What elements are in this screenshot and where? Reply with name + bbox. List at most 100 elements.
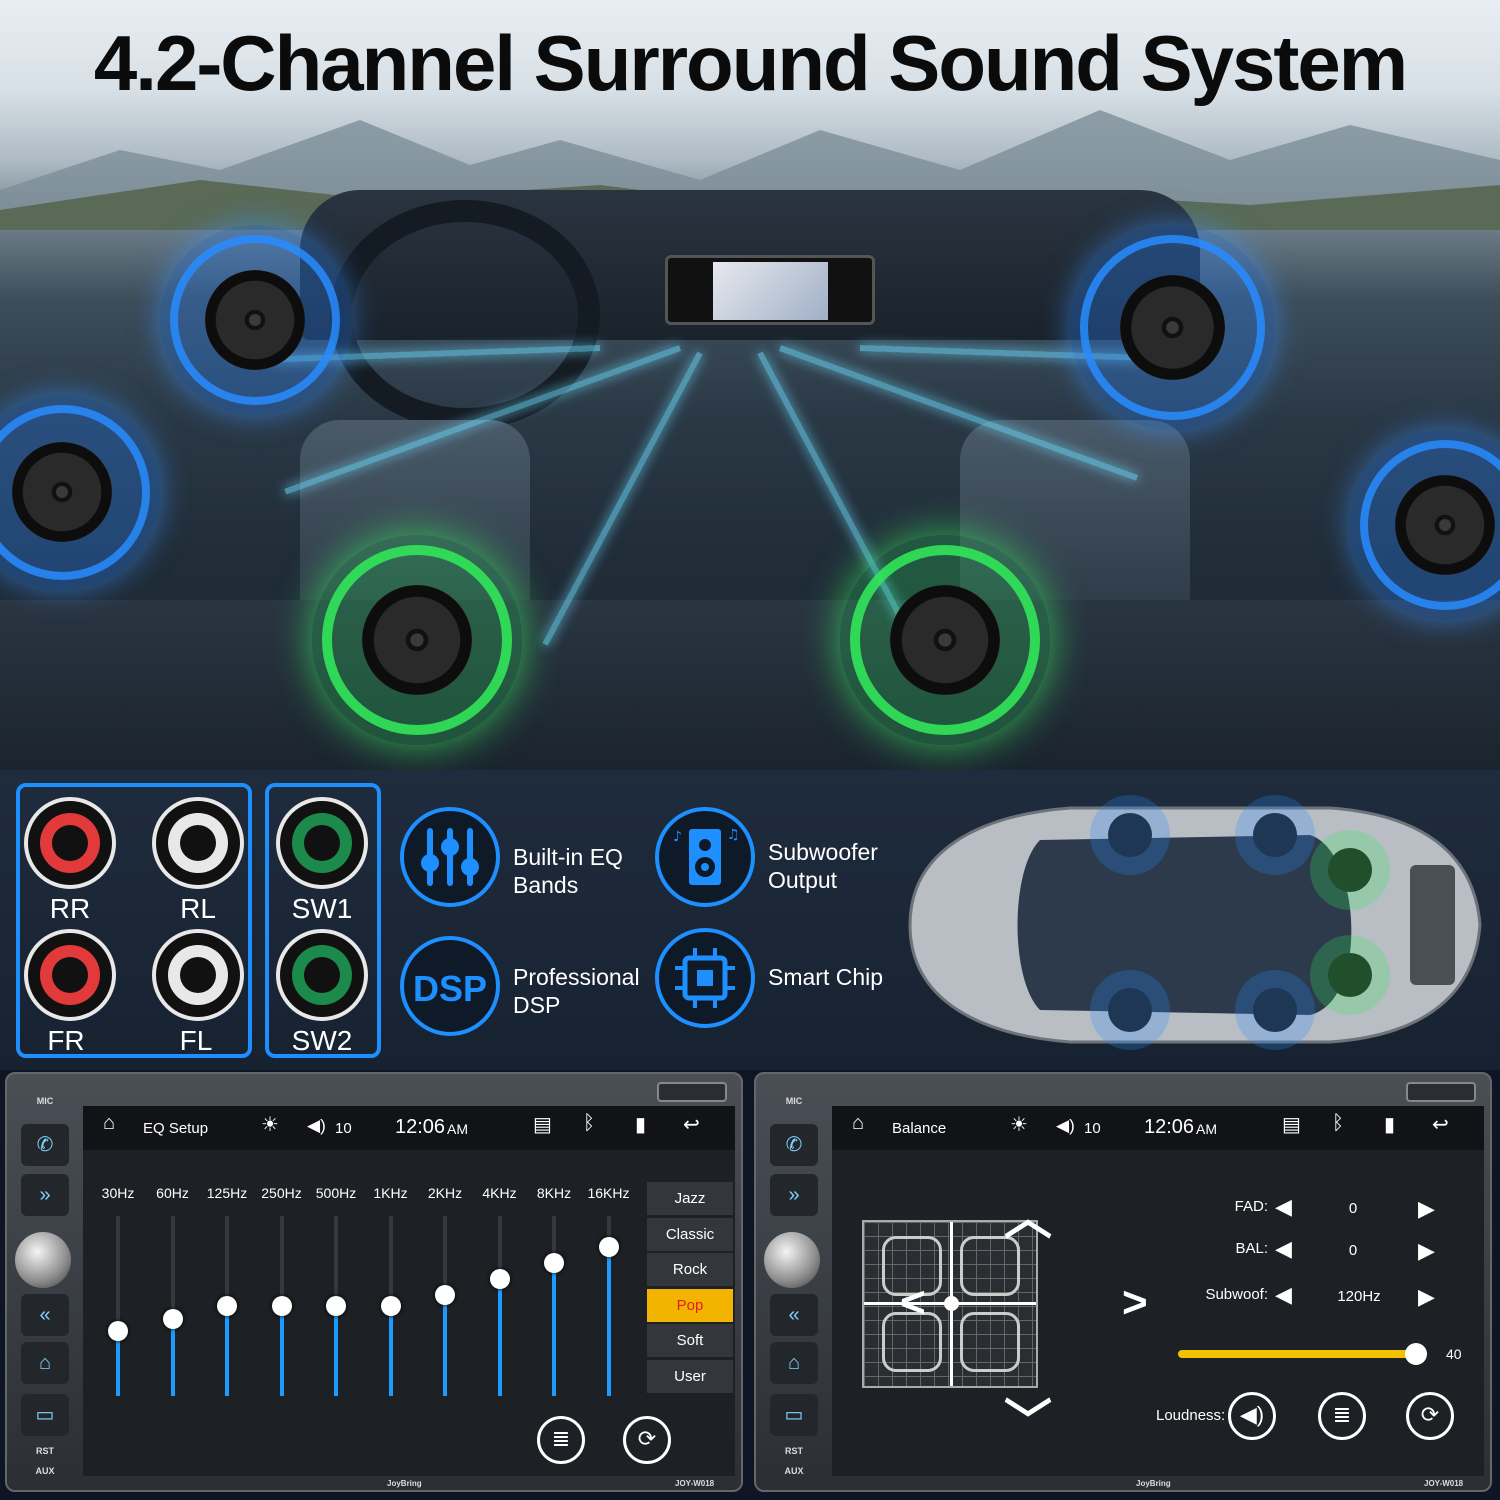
eq-band-label: 250Hz [261,1185,302,1201]
eq-bars-button[interactable]: ≣ [537,1416,585,1464]
feature-sub-text: Subwoofer Output [768,839,878,893]
balance-seat-grid[interactable] [862,1220,1038,1388]
rca-label-rl: RL [180,893,216,924]
screen-title: Balance [892,1120,947,1137]
eq-band-thumb[interactable] [544,1252,564,1273]
eq-band-thumb[interactable] [598,1236,619,1257]
eq-band-slider[interactable] [606,1216,611,1396]
bal-right-arrow[interactable]: ▶ [1418,1238,1435,1263]
eq-preset-soft[interactable]: Soft [647,1324,733,1357]
eq-band-label: 2KHz [427,1185,463,1201]
eq-screen: ⌂ EQ Setup ☀ ◀) 10 12:06 AM ▤ ᛒ ▮ ↩ 30Hz… [83,1106,735,1476]
bal-value: 0 [1348,1242,1358,1259]
subwoof-value: 120Hz [1337,1288,1381,1305]
eject-button[interactable] [657,1082,727,1102]
brightness-icon[interactable]: ☀ [261,1114,279,1136]
clock-ampm: AM [1196,1121,1217,1137]
brightness-icon[interactable]: ☀ [1010,1114,1028,1136]
next-button[interactable]: » [21,1174,69,1216]
dsp-icon: DSP [400,936,500,1036]
eq-band-slider[interactable] [443,1216,447,1396]
sd-card-icon: ▤ [1282,1114,1301,1136]
eq-preset-user[interactable]: User [647,1359,733,1393]
subwoofer-icon: ♪♫ [655,807,755,907]
phone-button[interactable]: ✆ [770,1124,818,1166]
usb-port: ▭ [21,1394,69,1436]
eq-band-slider[interactable] [170,1216,175,1396]
eq-band-slider[interactable] [497,1216,502,1396]
reset-button[interactable]: ⟳ [1406,1392,1454,1440]
fad-right-arrow[interactable]: ▶ [1418,1196,1435,1221]
page-title: 4.2-Channel Surround Sound System [93,19,1408,107]
prev-button[interactable]: « [21,1294,69,1336]
subwoof-label: Subwoof: [1205,1286,1268,1303]
eject-button[interactable] [1406,1082,1476,1102]
usb-icon: ▮ [1384,1114,1396,1136]
eq-band-thumb[interactable] [380,1296,401,1316]
eq-preset-jazz[interactable]: Jazz [647,1182,733,1215]
eq-band-label: 30Hz [101,1185,135,1201]
eq-preset-pop[interactable]: Pop [647,1288,733,1322]
head-unit [665,255,875,325]
bal-left-arrow[interactable]: ◀ [1275,1236,1292,1261]
eq-band-slider[interactable] [552,1216,556,1396]
eq-band-slider[interactable] [116,1216,120,1396]
aux-label: AUX [784,1466,804,1476]
eq-band-thumb[interactable] [217,1296,237,1316]
subwoofer-level-slider[interactable] [1178,1343,1427,1365]
back-icon[interactable]: ↩ [1432,1114,1449,1136]
volume-knob[interactable] [764,1232,820,1288]
eq-head-unit: MIC ✆ » « ⌂ ▭ RST AUX ⌂ EQ Setup ☀ ◀) 10… [5,1072,743,1492]
rst-label: RST [36,1446,54,1456]
front-left-speaker [160,225,350,415]
eq-preset-classic[interactable]: Classic [647,1217,733,1251]
rca-front-group [16,783,252,1058]
fad-value: 0 [1348,1200,1358,1217]
usb-icon: ▮ [635,1114,647,1136]
subwoof-right-arrow[interactable]: ▶ [1418,1284,1435,1309]
prev-button[interactable]: « [770,1294,818,1336]
home-icon[interactable]: ⌂ [103,1112,116,1134]
chevron-up-icon[interactable]: ︿ [1004,1192,1053,1245]
mic-label: MIC [36,1096,54,1106]
loudness-button[interactable]: ◀) [1228,1392,1276,1440]
eq-band-thumb[interactable] [108,1321,128,1342]
seat-front-left [882,1236,942,1296]
chevron-left-icon[interactable]: < [900,1278,926,1327]
clock-ampm: AM [447,1121,468,1137]
home-icon[interactable]: ⌂ [852,1112,865,1134]
chevron-down-icon[interactable]: ︿ [1004,1391,1053,1444]
volume-knob[interactable] [15,1232,71,1288]
eq-band-thumb[interactable] [326,1296,346,1316]
home-button[interactable]: ⌂ [21,1342,69,1384]
eq-band-label: 16KHz [587,1185,630,1201]
rst-label: RST [785,1446,803,1456]
bal-label: BAL: [1235,1240,1268,1257]
rear-bench [0,600,1500,770]
subwoof-left-arrow[interactable]: ◀ [1275,1282,1292,1307]
rca-jack-rr [24,797,116,889]
status-bar: ⌂ EQ Setup ☀ ◀) 10 12:06 AM ▤ ᛒ ▮ ↩ [83,1106,735,1150]
eq-band-thumb[interactable] [271,1296,292,1316]
eq-bars-button[interactable]: ≣ [1318,1392,1366,1440]
clock: 12:06 [395,1116,446,1138]
model-label: JOY-W018 [1424,1479,1464,1488]
eq-band-thumb[interactable] [162,1308,183,1329]
subwoofer-2-speaker [840,535,1050,745]
next-button[interactable]: » [770,1174,818,1216]
back-icon[interactable]: ↩ [683,1114,700,1136]
chevron-right-icon[interactable]: > [1122,1278,1148,1327]
rca-label-rr: RR [49,893,91,924]
eq-band-label: 125Hz [206,1185,248,1201]
home-button[interactable]: ⌂ [770,1342,818,1384]
bluetooth-icon: ᛒ [583,1112,595,1134]
phone-button[interactable]: ✆ [21,1124,69,1166]
fad-left-arrow[interactable]: ◀ [1275,1194,1292,1219]
eq-preset-rock[interactable]: Rock [647,1253,733,1286]
eq-band-thumb[interactable] [435,1285,455,1306]
eq-sliders-icon [400,807,500,907]
reset-button[interactable]: ⟳ [623,1416,671,1464]
sd-card-icon: ▤ [533,1114,552,1136]
rca-label-fr: FR [47,1025,85,1056]
eq-band-thumb[interactable] [489,1269,510,1289]
